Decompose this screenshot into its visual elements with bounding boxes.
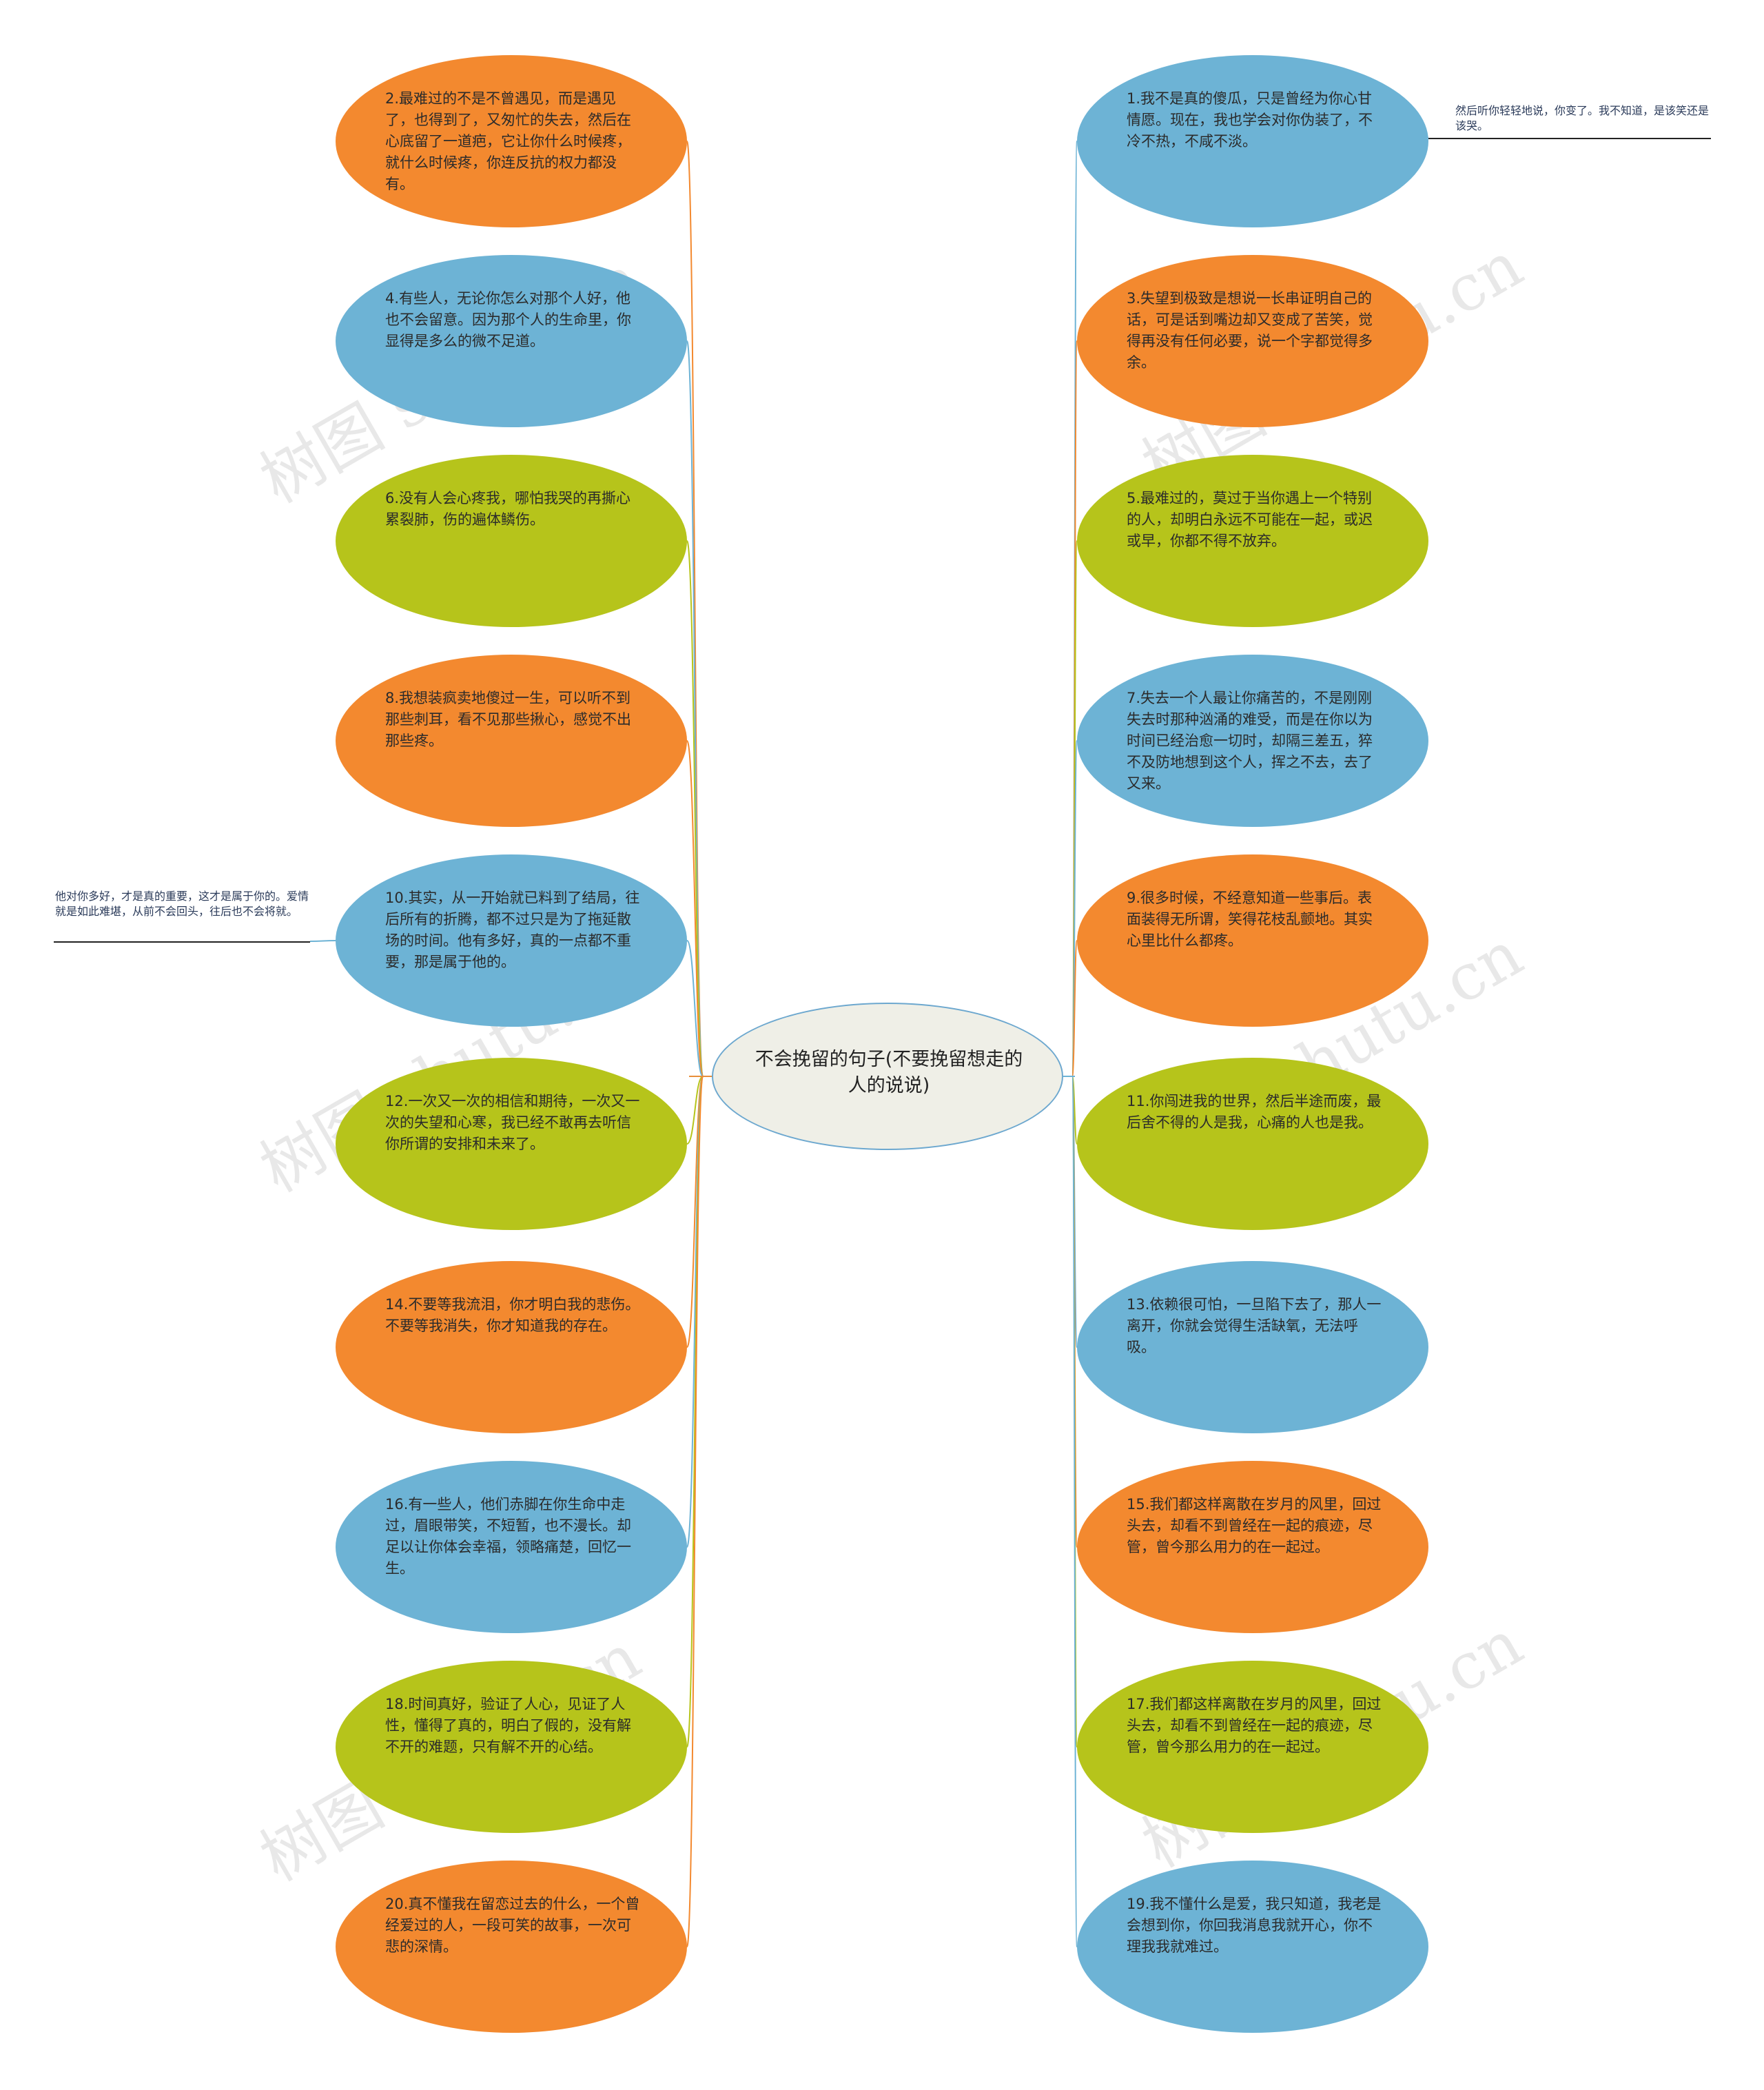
topic-node-3[interactable]: 3.失望到极致是想说一长串证明自己的话，可是话到嘴边却又变成了苦笑，觉得再没有任… [1077,255,1428,427]
topic-text: 15.我们都这样离散在岁月的风里，回过头去，却看不到曾经在一起的痕迹，尽管，曾今… [1127,1496,1382,1555]
topic-text: 1.我不是真的傻瓜，只是曾经为你心甘情愿。现在，我也学会对你伪装了，不冷不热，不… [1127,90,1373,150]
topic-text: 20.真不懂我在留恋过去的什么，一个曾经爱过的人，一段可笑的故事，一次可悲的深情… [385,1896,640,1955]
connector-left-6 [686,1076,704,1348]
note-left: 他对你多好，才是真的重要，这才是属于你的。爱情就是如此难堪，从前不会回头，往后也… [55,890,309,918]
note-left-underline [54,941,310,943]
topic-node-19[interactable]: 19.我不懂什么是爱，我只知道，我老是会想到你，你回我消息我就开心，你不理我我就… [1077,1861,1428,2033]
note-right-underline [1428,138,1711,139]
topic-node-13[interactable]: 13.依赖很可怕，一旦陷下去了，那人一离开，你就会觉得生活缺氧，无法呼吸。 [1077,1261,1428,1433]
connector-left-9 [686,1076,704,1947]
topic-node-7[interactable]: 7.失去一个人最让你痛苦的，不是刚刚失去时那种汹涌的难受，而是在你以为时间已经治… [1077,655,1428,827]
topic-node-6[interactable]: 6.没有人会心疼我，哪怕我哭的再撕心累裂肺，伤的遍体鳞伤。 [336,455,687,627]
connector-left-3 [686,740,704,1077]
topic-text: 17.我们都这样离散在岁月的风里，回过头去，却看不到曾经在一起的痕迹，尽管，曾今… [1127,1696,1382,1755]
connector-left-5 [686,1076,704,1145]
central-topic-text: 不会挽留的句子(不要挽留想走的人的说说) [755,1049,1023,1096]
topic-node-11[interactable]: 11.你闯进我的世界，然后半途而废，最后舍不得的人是我，心痛的人也是我。 [1077,1058,1428,1230]
topic-text: 2.最难过的不是不曾遇见，而是遇见了，也得到了，又匆忙的失去，然后在心底留了一道… [385,90,631,192]
topic-node-10[interactable]: 10.其实，从一开始就已料到了结局，往后所有的折腾，都不过只是为了拖延散场的时间… [336,854,687,1027]
topic-text: 16.有一些人，他们赤脚在你生命中走过，眉眼带笑，不短暂，也不漫长。却足以让你体… [385,1496,631,1577]
topic-node-16[interactable]: 16.有一些人，他们赤脚在你生命中走过，眉眼带笑，不短暂，也不漫长。却足以让你体… [336,1461,687,1633]
topic-text: 5.最难过的，莫过于当你遇上一个特别的人，却明白永远不可能在一起，或迟或早，你都… [1127,490,1373,549]
central-topic[interactable]: 不会挽留的句子(不要挽留想走的人的说说) [712,1003,1063,1150]
topic-text: 18.时间真好，验证了人心，见证了人性，懂得了真的，明白了假的，没有解不开的难题… [385,1696,631,1755]
topic-node-8[interactable]: 8.我想装疯卖地傻过一生，可以听不到那些刺耳，看不见那些揪心，感觉不出那些疼。 [336,655,687,827]
topic-text: 13.依赖很可怕，一旦陷下去了，那人一离开，你就会觉得生活缺氧，无法呼吸。 [1127,1296,1382,1355]
topic-text: 4.有些人，无论你怎么对那个人好，他也不会留意。因为那个人的生命里，你显得是多么… [385,290,631,349]
topic-text: 14.不要等我流泪，你才明白我的悲伤。不要等我消失，你才知道我的存在。 [385,1296,640,1334]
topic-text: 11.你闯进我的世界，然后半途而废，最后舍不得的人是我，心痛的人也是我。 [1127,1093,1382,1131]
topic-node-4[interactable]: 4.有些人，无论你怎么对那个人好，他也不会留意。因为那个人的生命里，你显得是多么… [336,255,687,427]
topic-node-5[interactable]: 5.最难过的，莫过于当你遇上一个特别的人，却明白永远不可能在一起，或迟或早，你都… [1077,455,1428,627]
topic-text: 12.一次又一次的相信和期待，一次又一次的失望和心寒，我已经不敢再去听信你所谓的… [385,1093,640,1152]
topic-node-14[interactable]: 14.不要等我流泪，你才明白我的悲伤。不要等我消失，你才知道我的存在。 [336,1261,687,1433]
connector-right-9 [1071,1076,1078,1947]
topic-text: 9.很多时候，不经意知道一些事后。表面装得无所谓，笑得花枝乱颤地。其实心里比什么… [1127,890,1373,949]
topic-node-20[interactable]: 20.真不懂我在留恋过去的什么，一个曾经爱过的人，一段可笑的故事，一次可悲的深情… [336,1861,687,2033]
topic-node-12[interactable]: 12.一次又一次的相信和期待，一次又一次的失望和心寒，我已经不敢再去听信你所谓的… [336,1058,687,1230]
topic-node-9[interactable]: 9.很多时候，不经意知道一些事后。表面装得无所谓，笑得花枝乱颤地。其实心里比什么… [1077,854,1428,1027]
topic-node-18[interactable]: 18.时间真好，验证了人心，见证了人性，懂得了真的，明白了假的，没有解不开的难题… [336,1661,687,1833]
topic-node-17[interactable]: 17.我们都这样离散在岁月的风里，回过头去，却看不到曾经在一起的痕迹，尽管，曾今… [1077,1661,1428,1833]
topic-text: 19.我不懂什么是爱，我只知道，我老是会想到你，你回我消息我就开心，你不理我我就… [1127,1896,1382,1955]
topic-text: 8.我想装疯卖地傻过一生，可以听不到那些刺耳，看不见那些揪心，感觉不出那些疼。 [385,690,631,749]
topic-text: 7.失去一个人最让你痛苦的，不是刚刚失去时那种汹涌的难受，而是在你以为时间已经治… [1127,690,1373,792]
connector-left-8 [686,1076,704,1748]
connector-left-1 [686,340,704,1077]
note-right: 然后听你轻轻地说，你变了。我不知道，是该笑还是该哭。 [1455,104,1710,132]
connector-right-4 [1071,940,1078,1077]
connector-left-4 [686,940,704,1077]
topic-node-2[interactable]: 2.最难过的不是不曾遇见，而是遇见了，也得到了，又匆忙的失去，然后在心底留了一道… [336,55,687,227]
topic-text: 10.其实，从一开始就已料到了结局，往后所有的折腾，都不过只是为了拖延散场的时间… [385,890,640,970]
topic-node-15[interactable]: 15.我们都这样离散在岁月的风里，回过头去，却看不到曾经在一起的痕迹，尽管，曾今… [1077,1461,1428,1633]
topic-text: 6.没有人会心疼我，哪怕我哭的再撕心累裂肺，伤的遍体鳞伤。 [385,490,631,528]
topic-text: 3.失望到极致是想说一长串证明自己的话，可是话到嘴边却又变成了苦笑，觉得再没有任… [1127,290,1373,371]
topic-node-1[interactable]: 1.我不是真的傻瓜，只是曾经为你心甘情愿。现在，我也学会对你伪装了，不冷不热，不… [1077,55,1428,227]
